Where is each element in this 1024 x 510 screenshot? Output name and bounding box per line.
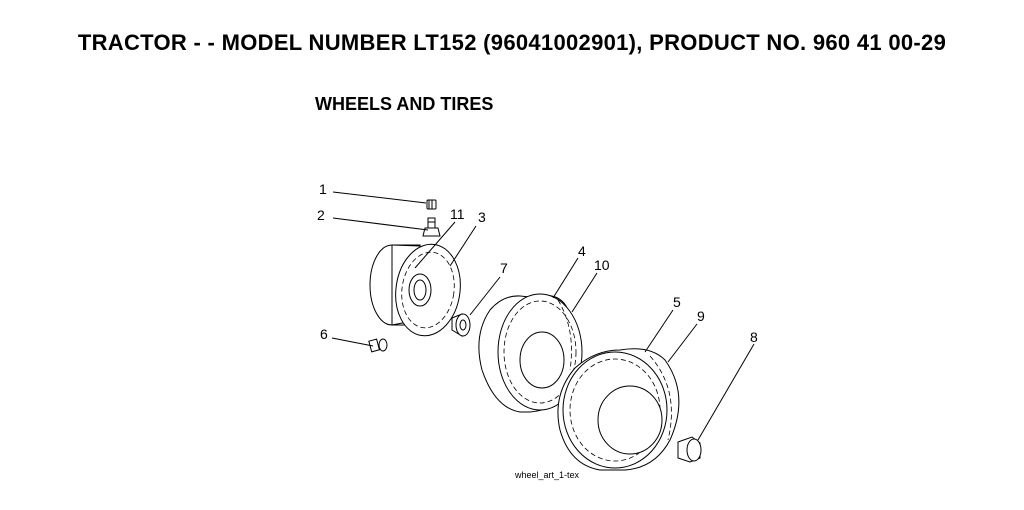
callout-6: 6 [320,326,328,342]
figure-id: wheel_art_1-tex [514,470,580,480]
callout-10: 10 [594,257,610,273]
leader-lines [331,191,755,441]
wheel-rim-part [369,243,461,337]
section-title: WHEELS AND TIRES [315,94,494,114]
callout-5: 5 [673,294,681,310]
front-tire-part [478,293,583,413]
callout-11: 11 [450,206,465,222]
wheel-bolt-part [368,338,388,353]
valve-stem-part [422,217,441,237]
callout-8: 8 [750,329,758,345]
callout-9: 9 [697,308,705,324]
rear-bushing-part [677,436,702,463]
rear-tire-part [557,348,680,471]
callout-2: 2 [317,207,325,223]
callout-3: 3 [478,209,486,225]
callout-1: 1 [319,181,327,197]
valve-cap-part [426,199,437,210]
bushing-part [451,313,471,337]
callout-7: 7 [500,260,508,276]
page-title: TRACTOR - - MODEL NUMBER LT152 (96041002… [77,30,947,55]
callout-4: 4 [578,243,586,259]
